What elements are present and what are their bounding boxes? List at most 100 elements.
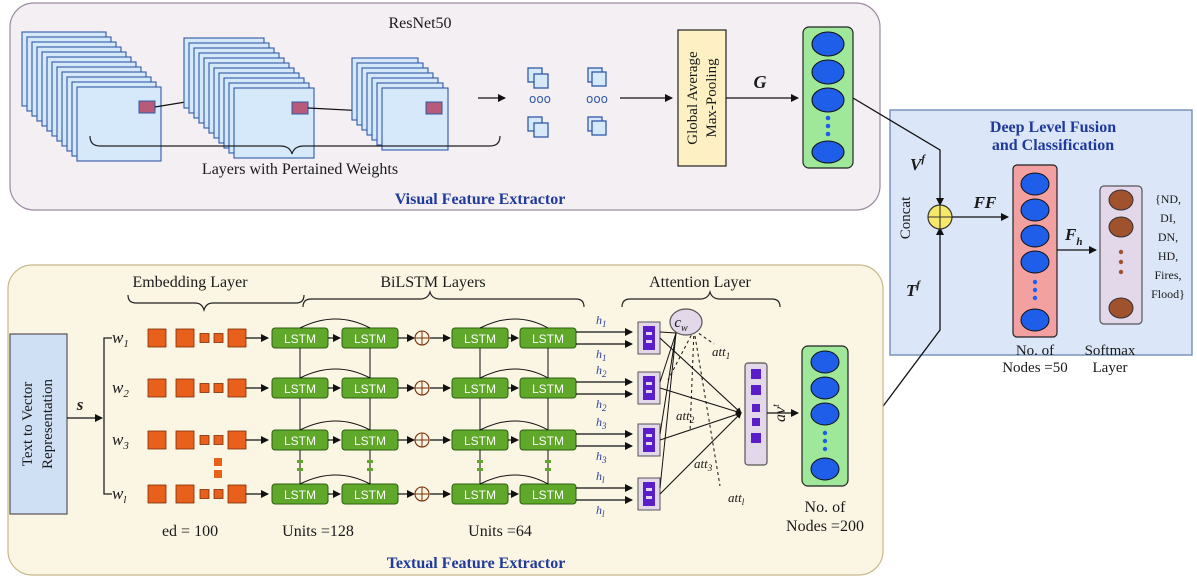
backward-hidden-label: h3 <box>596 449 607 465</box>
text-nodes-line1: No. of <box>805 499 847 516</box>
fusion-nodes-line2: Nodes =50 <box>1002 360 1068 376</box>
bilstm-title: BiLSTM Layers <box>380 274 485 291</box>
fh-label: Fh <box>1064 225 1082 248</box>
svg-text:cw: cw <box>674 315 688 334</box>
embedding-cell <box>227 484 247 504</box>
backward-hidden-label: h2 <box>596 397 607 413</box>
input-line1: Text to Vector <box>20 382 36 467</box>
word-label: w1 <box>112 328 129 350</box>
feature-map-layer <box>381 87 449 151</box>
attention-weight-label: att1 <box>712 344 730 361</box>
word-bracket <box>103 337 112 495</box>
class-list: {ND, DI, DN, HD, Fires, Flood} <box>1151 192 1185 301</box>
gap-label-line1: Global Average <box>685 51 701 145</box>
embedding-cell <box>199 435 210 445</box>
text-row: w3 LSTM LSTM LSTM LSTM h3 h3 att3 <box>112 329 742 473</box>
feature-map-layer <box>76 86 162 162</box>
text-node-column <box>801 345 849 487</box>
vf-label: Vf <box>910 153 926 174</box>
embedding-cell <box>147 328 167 348</box>
word-label: w3 <box>112 430 129 452</box>
lstm-label: LSTM <box>532 434 564 448</box>
lstm-label: LSTM <box>354 488 386 502</box>
svg-text:ooo: ooo <box>529 92 551 106</box>
attention-weight-label: att2 <box>676 408 695 425</box>
resnet-title: ResNet50 <box>388 15 451 32</box>
embedding-cell <box>213 333 224 343</box>
ed-label: ed = 100 <box>162 523 218 540</box>
text-nodes-line2: Nodes =200 <box>786 518 864 535</box>
units1-label: Units =128 <box>282 523 354 540</box>
receptive-field-patch <box>425 101 443 115</box>
units2-label: Units =64 <box>468 523 532 540</box>
concat-node <box>927 204 953 230</box>
text-row: wl LSTM LSTM LSTM LSTM hl hl attl <box>112 329 745 519</box>
word-label: w2 <box>112 378 129 400</box>
visual-feature-panel: ResNet50 Layers with Pertained Weights o… <box>9 2 881 211</box>
fusion-node-column <box>1012 164 1058 338</box>
attention-weight-label: att3 <box>694 456 713 473</box>
lstm-label: LSTM <box>532 382 564 396</box>
embedding-cell <box>175 378 195 398</box>
forward-hidden-label: hl <box>596 469 605 485</box>
bilstm-brace <box>302 289 585 308</box>
lstm-label: LSTM <box>284 382 316 396</box>
context-vector-cw: cw <box>669 308 703 336</box>
embedding-cell <box>147 378 167 398</box>
s-label: s <box>76 395 84 414</box>
receptive-field-patch <box>291 101 309 115</box>
g-label: G <box>754 72 767 92</box>
embedding-cell <box>175 430 195 450</box>
class-label: {ND, <box>1155 192 1181 206</box>
embedding-cell <box>199 489 210 499</box>
embedding-cell <box>199 333 210 343</box>
g-node-column <box>802 26 854 169</box>
attention-title: Attention Layer <box>649 274 751 291</box>
lstm-label: LSTM <box>354 382 386 396</box>
text-to-vector-box <box>9 333 68 515</box>
ff-label: FF <box>973 193 997 212</box>
word-label: wl <box>112 484 126 506</box>
lstm-label: LSTM <box>464 332 496 346</box>
attention-output-vector <box>744 362 768 466</box>
av-label: avt <box>771 404 789 422</box>
layers-caption: Layers with Pertained Weights <box>202 161 398 178</box>
g-to-concat-line <box>852 97 944 206</box>
backward-hidden-label: hl <box>596 503 605 519</box>
embedding-cell <box>213 383 224 393</box>
embedding-cell <box>227 430 247 450</box>
av-to-concat-line <box>877 227 944 414</box>
embedding-cell <box>175 328 195 348</box>
lstm-label: LSTM <box>532 488 564 502</box>
visual-section-title: Visual Feature Extractor <box>395 191 566 208</box>
cnn-stack-1 <box>21 31 223 162</box>
class-label: Flood} <box>1151 287 1185 301</box>
lstm-label: LSTM <box>354 434 386 448</box>
svg-text:ooo: ooo <box>586 92 608 106</box>
embedding-cell <box>199 383 210 393</box>
embedding-title: Embedding Layer <box>132 274 248 291</box>
attention-brace <box>621 289 781 308</box>
forward-hidden-label: h3 <box>596 415 607 431</box>
fusion-panel: Deep Level Fusion and Classification Vf … <box>852 97 1193 414</box>
tf-label: Tf <box>906 279 921 300</box>
layers-brace <box>89 135 501 155</box>
fusion-title-line2: and Classification <box>992 137 1114 154</box>
lstm-label: LSTM <box>354 332 386 346</box>
attention-weight-label: attl <box>728 490 745 507</box>
class-label: HD, <box>1158 249 1178 263</box>
lstm-label: LSTM <box>284 332 316 346</box>
embedding-cell <box>175 484 195 504</box>
embedding-cell <box>147 430 167 450</box>
fusion-title-line1: Deep Level Fusion <box>990 119 1116 136</box>
lstm-label: LSTM <box>532 332 564 346</box>
embedding-cell <box>213 435 224 445</box>
lstm-label: LSTM <box>284 488 316 502</box>
embedding-cell <box>227 328 247 348</box>
embedding-cell <box>147 484 167 504</box>
concat-label: Concat <box>898 196 914 239</box>
receptive-field-patch <box>138 100 156 114</box>
lstm-label: LSTM <box>464 488 496 502</box>
embedding-brace <box>127 294 305 313</box>
